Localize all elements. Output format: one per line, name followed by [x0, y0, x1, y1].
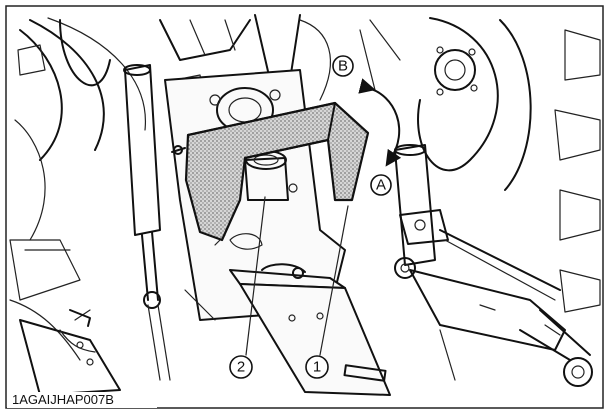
svg-text:1: 1 [313, 359, 321, 376]
svg-text:B: B [338, 58, 348, 75]
figure-code: 1AGAIJHAP007B [12, 392, 114, 407]
svg-text:A: A [376, 177, 386, 194]
rear-wheel [359, 17, 532, 191]
label-b: B [332, 55, 354, 77]
rotation-arrow [358, 78, 402, 167]
leader-2 [245, 196, 266, 356]
bottom-left-linkage [19, 289, 216, 396]
lift-rod [123, 64, 171, 381]
tire-tread [554, 29, 601, 313]
lower-link-arm [394, 144, 593, 387]
left-hydraulic-assembly [9, 17, 146, 361]
svg-text:2: 2 [237, 359, 245, 376]
leader-1 [319, 205, 349, 356]
label-a: A [370, 174, 392, 196]
callout-2: 2 [229, 355, 253, 379]
callout-1: 1 [305, 355, 329, 379]
drawbar [229, 263, 391, 396]
figure-frame [5, 5, 604, 409]
